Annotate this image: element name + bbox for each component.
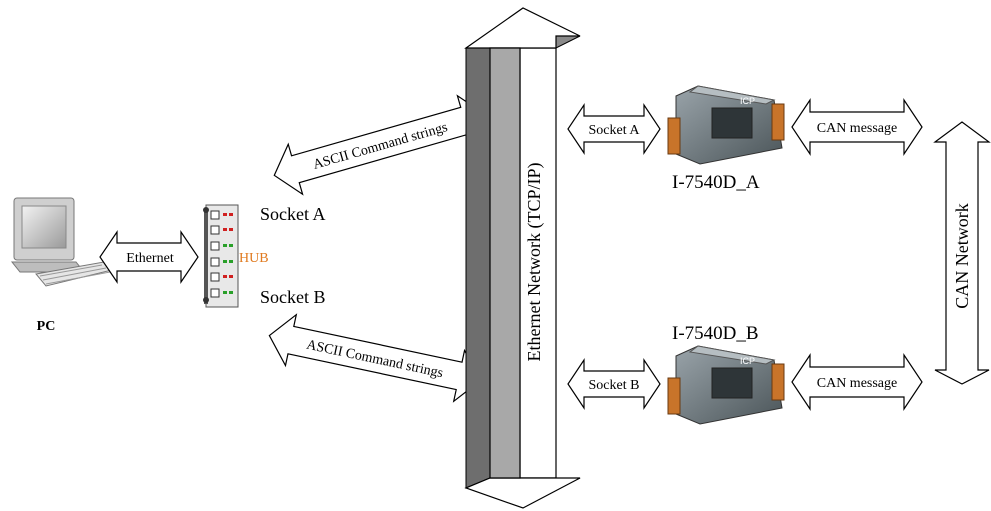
socket-a-label: Socket A <box>260 204 326 224</box>
svg-text:ICP: ICP <box>740 96 755 106</box>
device-a-label: I-7540D_A <box>672 172 760 193</box>
socket-a-arrow <box>567 103 661 155</box>
ethernet-network-bus <box>464 7 581 509</box>
socket-b-arrow-label: Socket B <box>589 378 640 393</box>
pc-label: PC <box>37 319 56 334</box>
ethernet-network-label: Ethernet Network (TCP/IP) <box>524 163 545 362</box>
ethernet-label: Ethernet <box>126 251 174 266</box>
ascii-command-arrow-bottom: ASCII Command strings <box>268 313 482 403</box>
i7540d-module-icon: ICP <box>667 345 785 425</box>
socket-b-label: Socket B <box>260 287 326 307</box>
socket-a-arrow-label: Socket A <box>589 123 641 138</box>
ethernet-arrow <box>99 230 199 284</box>
hub-label: HUB <box>239 251 269 266</box>
can-network-label: CAN Network <box>952 203 972 309</box>
can-message-b-label: CAN message <box>817 376 898 391</box>
svg-text:ICP: ICP <box>740 356 755 366</box>
ascii-command-arrow-top: ASCII Command strings <box>273 94 487 196</box>
ethernet-hub-icon <box>203 204 239 308</box>
can-message-a-label: CAN message <box>817 121 898 136</box>
device-b-label: I-7540D_B <box>672 323 759 344</box>
can-message-a-arrow <box>791 98 923 156</box>
i7540d-module-icon: ICP <box>667 85 785 165</box>
desktop-pc-icon <box>10 197 113 287</box>
can-message-b-arrow <box>791 353 923 411</box>
socket-b-arrow <box>567 358 661 410</box>
can-network-arrow <box>933 121 991 385</box>
